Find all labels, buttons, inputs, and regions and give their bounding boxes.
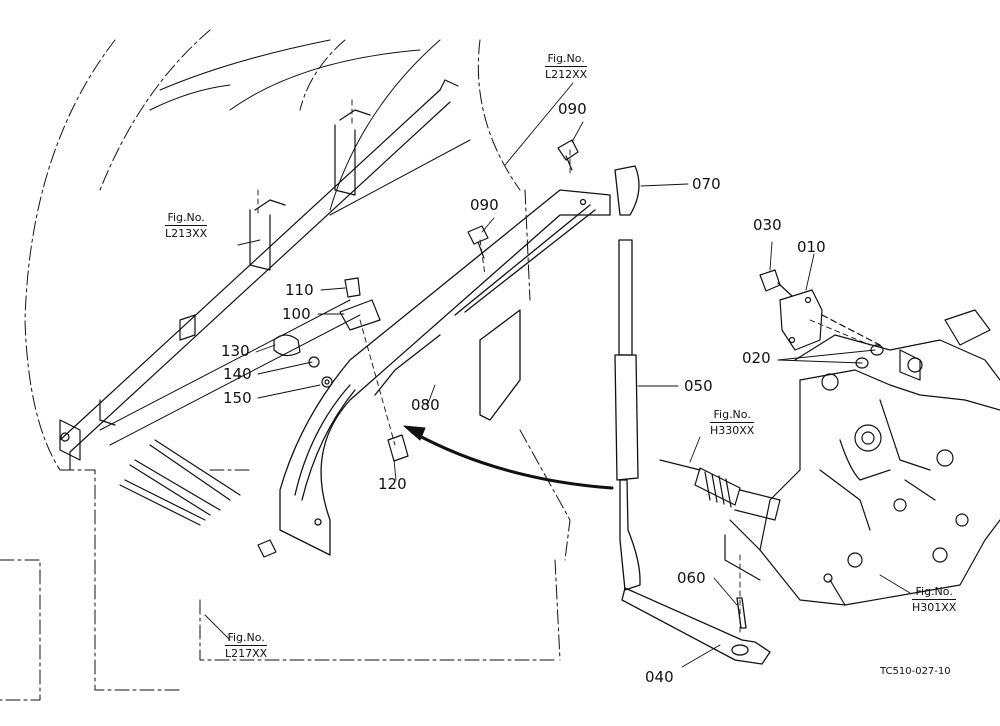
guide-bracket-080: [279, 189, 611, 556]
fig-ref-prefix: Fig.No.: [915, 585, 953, 598]
part-label-010: 010: [797, 238, 826, 256]
body-solid-lines: [99, 39, 471, 446]
lever-assembly: [614, 165, 771, 665]
fig-ref-l217: Fig.No. L217XX: [225, 631, 268, 661]
fig-ref-h330: Fig.No. H330XX: [710, 408, 755, 438]
hydraulic-valve-block: [724, 309, 1000, 606]
part-label-120: 120: [378, 475, 407, 493]
part-label-090-middle: 090: [470, 196, 499, 214]
fig-ref-number: H301XX: [912, 598, 957, 614]
fig-ref-l213: Fig.No. L213XX: [165, 211, 208, 241]
fig-ref-number: L217XX: [225, 644, 268, 660]
drawing-code: TC510-027-10: [880, 666, 951, 677]
fig-ref-h301: Fig.No. H301XX: [912, 585, 957, 615]
fig-ref-number: L213XX: [165, 224, 208, 240]
part-label-090-top: 090: [558, 100, 587, 118]
part-label-020: 020: [742, 349, 771, 367]
part-label-040: 040: [645, 668, 674, 686]
fig-ref-prefix: Fig.No.: [547, 52, 585, 65]
part-label-100: 100: [282, 305, 311, 323]
tractor-body-outline: [0, 29, 571, 701]
part-label-080: 080: [411, 396, 440, 414]
fig-ref-number: H330XX: [710, 421, 755, 437]
leader-dashes: [257, 99, 871, 636]
part-label-130: 130: [221, 342, 250, 360]
fig-ref-prefix: Fig.No.: [227, 631, 265, 644]
cover-plate: [759, 269, 884, 369]
part-label-060: 060: [677, 569, 706, 587]
assembly-arrow: [410, 430, 614, 490]
small-hardware: [257, 139, 579, 558]
control-cable: [659, 459, 781, 521]
fig-ref-prefix: Fig.No.: [713, 408, 751, 421]
part-label-110: 110: [285, 281, 314, 299]
frame-rail: [59, 79, 459, 471]
fig-ref-prefix: Fig.No.: [167, 211, 205, 224]
assembly-arrowhead: [403, 425, 426, 441]
vent-slots: [119, 439, 241, 526]
fig-ref-l212: Fig.No. L212XX: [545, 52, 588, 82]
part-label-140: 140: [223, 365, 252, 383]
part-label-030: 030: [753, 216, 782, 234]
fig-ref-number: L212XX: [545, 65, 588, 81]
callout-leaders: [204, 82, 911, 668]
part-label-150: 150: [223, 389, 252, 407]
part-label-050: 050: [684, 377, 713, 395]
part-label-070: 070: [692, 175, 721, 193]
